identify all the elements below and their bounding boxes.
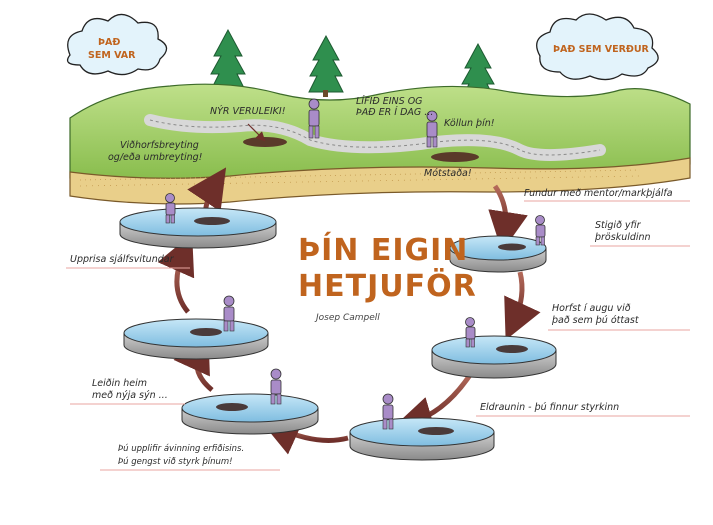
label-life-line2: ÞAÐ ER Í DAG ... [356,106,433,118]
label-reward-line1: Þú upplifir ávinning erfiðisins. [118,444,244,454]
person-figure [426,110,438,148]
cloud-right [536,13,659,81]
label-road-back-line1: Leiðin heim [92,378,147,389]
label-threshold-line2: þröskuldinn [594,232,651,243]
label-resistance: Mótstaða! [424,168,472,179]
platform-disc-threshold [449,235,547,273]
label-road-back-line2: með nýja sýn ... [92,390,168,401]
arrow-into-hole [247,123,266,142]
platform-disc-road-back [123,318,269,360]
label-mentor: Fundur með mentor/markþjálfa [524,188,673,199]
cloud-left [66,13,168,76]
label-fear-line2: það sem þú óttast [551,315,640,326]
platform-disc-fear [431,335,557,379]
label-call: Köllun þín! [444,118,495,129]
author-name: Josep Campell [314,313,380,323]
surface-hole [243,137,287,147]
person-figure [382,393,394,430]
cloud-left-line1: ÞAÐ [98,37,120,48]
person-figure [165,193,176,224]
person-figure [535,215,546,246]
title-line1: ÞÍN EIGIN [298,232,468,268]
person-figure [223,295,235,332]
label-change-line2: og/eða umbreyting! [108,152,203,163]
platform-disc-reward [181,393,319,435]
label-new-reality: NÝR VERULEIKI! [210,105,286,117]
person-figure [308,98,320,139]
tree-icon [308,34,344,97]
label-awakening: Upprisa sjálfsvitundar [70,254,175,265]
label-life-line1: LÍFIÐ EINS OG [356,95,423,107]
platform-disc-awakening [119,207,277,249]
cloud-right-label: ÞAÐ SEM VERÐUR [553,44,650,55]
person-figure [270,368,282,405]
label-reward-line2: Þú gengst við styrk þínum! [118,457,233,467]
surface-hole [431,152,479,162]
label-fear-line1: Horfst í augu við [552,303,631,314]
label-ordeal: Eldraunin - þú finnur styrkinn [480,402,619,413]
person-figure [465,317,476,348]
title-line2: HETJUFÖR [298,267,477,304]
label-threshold-line1: Stigið yfir [595,220,642,231]
label-change-line1: Viðhorfsbreyting [120,140,199,151]
cloud-left-line2: SEM VAR [88,50,136,61]
platform-disc-ordeal [349,417,495,461]
